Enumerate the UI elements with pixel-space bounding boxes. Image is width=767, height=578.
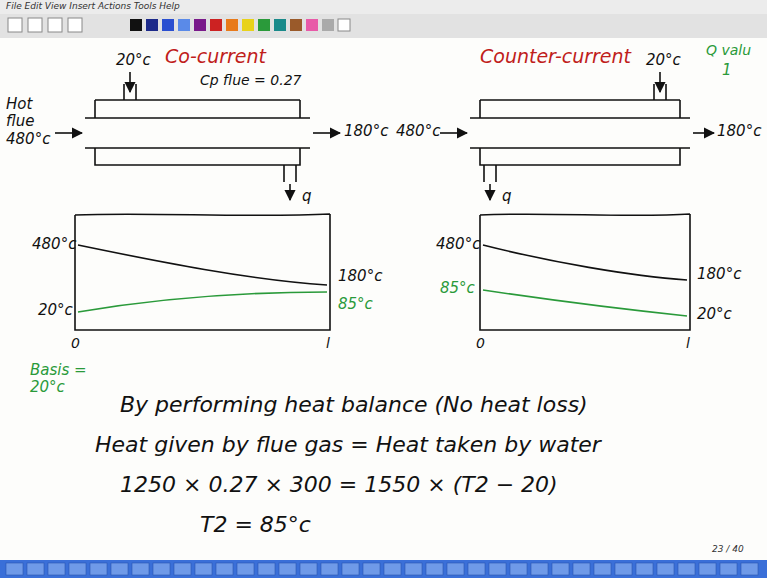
axis-value: 180°c bbox=[697, 266, 741, 283]
axis-tick: l bbox=[326, 335, 330, 351]
page-tile bbox=[258, 563, 275, 575]
page-tiles bbox=[6, 563, 758, 575]
page-tile bbox=[90, 563, 107, 575]
page-tile bbox=[636, 563, 653, 575]
page-tile bbox=[216, 563, 233, 575]
page-tile bbox=[279, 563, 296, 575]
page-tile bbox=[321, 563, 338, 575]
page-tile bbox=[363, 563, 380, 575]
page-tile bbox=[468, 563, 485, 575]
tool-icons bbox=[8, 18, 350, 32]
equation-text: 1250 × 0.27 × 300 = 1550 × (T2 − 20) bbox=[120, 472, 558, 497]
axis-value: 180°c bbox=[338, 268, 382, 285]
axis-tick: 0 bbox=[71, 335, 80, 351]
page-tile bbox=[237, 563, 254, 575]
counter-current-profile bbox=[480, 214, 690, 330]
page-tile bbox=[27, 563, 44, 575]
axis-tick: l bbox=[686, 335, 690, 351]
page-tile bbox=[531, 563, 548, 575]
page-tile bbox=[447, 563, 464, 575]
axis-tick: 0 bbox=[476, 335, 485, 351]
property-note: Cp flue = 0.27 bbox=[200, 72, 301, 88]
menu-text: File Edit View Insert Actions Tools Help bbox=[6, 1, 180, 11]
page-tile bbox=[720, 563, 737, 575]
page-tile bbox=[426, 563, 443, 575]
note: Q valu bbox=[706, 42, 751, 58]
page-tile bbox=[510, 563, 527, 575]
page-tile bbox=[573, 563, 590, 575]
page-tile bbox=[195, 563, 212, 575]
page-tile bbox=[594, 563, 611, 575]
page-tile bbox=[615, 563, 632, 575]
counter-current-exchanger bbox=[440, 72, 714, 200]
page-tile bbox=[678, 563, 695, 575]
page-tile bbox=[132, 563, 149, 575]
page-tile bbox=[384, 563, 401, 575]
page-tile bbox=[489, 563, 506, 575]
temperature: 20°c bbox=[646, 52, 681, 69]
axis-value: 20°c bbox=[38, 302, 73, 319]
page-number: 23 / 40 bbox=[712, 544, 744, 554]
equation-text: T2 = 85°c bbox=[200, 512, 311, 537]
axis-value: 480°c bbox=[32, 236, 76, 253]
axis-value: 20°c bbox=[697, 306, 732, 323]
axis-value: 85°c bbox=[440, 280, 475, 297]
status-bar bbox=[0, 560, 767, 578]
page-tile bbox=[405, 563, 422, 575]
heading: Co-current bbox=[165, 46, 266, 68]
page-tile bbox=[699, 563, 716, 575]
temperature: 480°c bbox=[396, 123, 440, 140]
equation-text: Heat given by flue gas = Heat taken by w… bbox=[95, 432, 601, 457]
equation-text: By performing heat balance (No heat loss… bbox=[120, 392, 588, 417]
co-current-profile bbox=[75, 214, 330, 330]
page-tile bbox=[153, 563, 170, 575]
page-tile bbox=[174, 563, 191, 575]
page-tile bbox=[69, 563, 86, 575]
page-tile bbox=[111, 563, 128, 575]
tool-bar bbox=[0, 14, 767, 38]
page-tile bbox=[6, 563, 23, 575]
stream-label: Hot flue 480°c bbox=[6, 96, 52, 148]
temperature: 180°c bbox=[717, 123, 761, 140]
axis-value: 85°c bbox=[338, 296, 373, 313]
note: Basis = 20°c bbox=[30, 362, 92, 397]
temperature: 20°c bbox=[116, 52, 151, 69]
co-current-exchanger bbox=[55, 72, 340, 200]
page-tile bbox=[300, 563, 317, 575]
heat-symbol: q bbox=[302, 188, 312, 205]
heat-symbol: q bbox=[502, 188, 512, 205]
page-tile bbox=[552, 563, 569, 575]
page-tile bbox=[657, 563, 674, 575]
page-tile bbox=[342, 563, 359, 575]
page-tile bbox=[741, 563, 758, 575]
axis-value: 480°c bbox=[436, 236, 480, 253]
page-tile bbox=[48, 563, 65, 575]
note: 1 bbox=[722, 62, 732, 79]
menu-bar bbox=[0, 0, 767, 14]
heading: Counter-current bbox=[480, 46, 631, 68]
temperature: 180°c bbox=[344, 123, 388, 140]
